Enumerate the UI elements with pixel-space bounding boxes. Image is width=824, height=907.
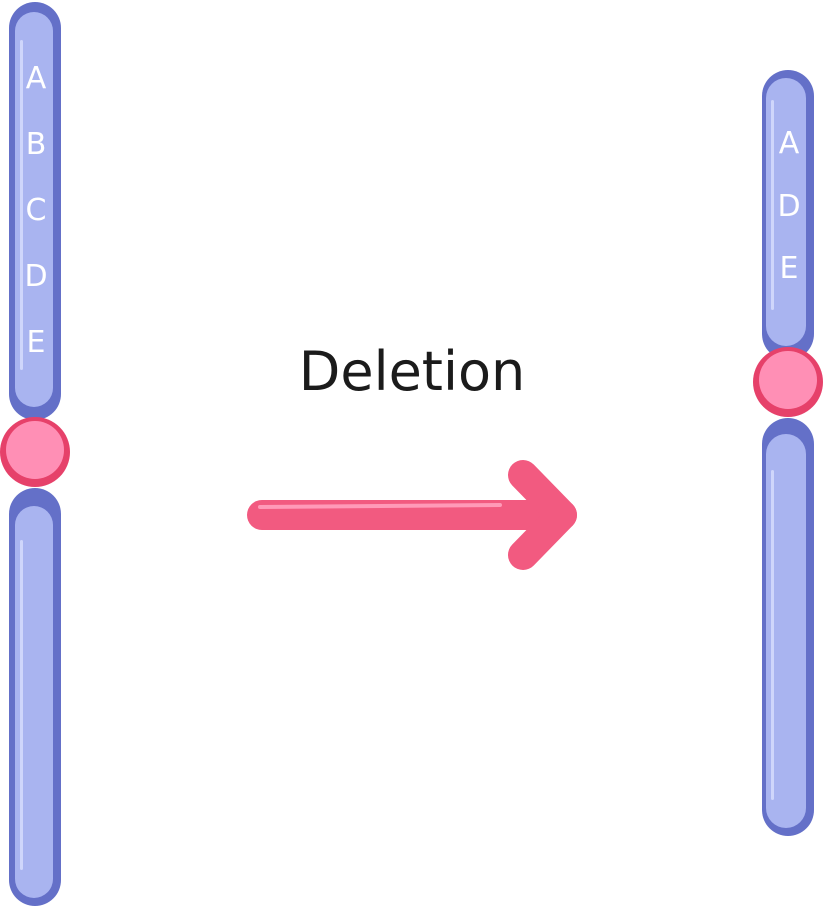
gene-label-after-1: D	[777, 189, 800, 224]
gene-label-after-2: E	[780, 251, 799, 286]
chromosome-before-lower-arm-shine	[20, 540, 23, 870]
chromosome-after-lower-arm-fill	[766, 434, 806, 828]
gene-label-before-4: E	[27, 325, 46, 360]
chromosome-after-lower-arm-shine	[771, 470, 774, 800]
chromosome-before-upper-arm-shine	[20, 40, 23, 370]
chromosome-before-upper-arm-fill	[15, 12, 53, 407]
chromosome-before: A B C D E	[0, 2, 70, 906]
arrow-icon	[247, 460, 577, 570]
chromosome-after: A D E	[753, 70, 823, 836]
gene-label-before-0: A	[26, 61, 47, 96]
chromosome-after-upper-arm-shine	[771, 100, 774, 310]
chromosome-after-upper-arm-fill	[766, 78, 806, 346]
chromosome-after-centromere-fill	[759, 351, 817, 409]
gene-label-before-1: B	[26, 127, 47, 162]
chromosome-before-lower-arm-fill	[15, 506, 53, 898]
chromosome-before-centromere-fill	[6, 421, 64, 479]
gene-label-after-0: A	[779, 126, 800, 161]
diagram-title: Deletion	[299, 340, 525, 403]
gene-label-before-2: C	[26, 193, 47, 228]
gene-label-before-3: D	[24, 259, 47, 294]
